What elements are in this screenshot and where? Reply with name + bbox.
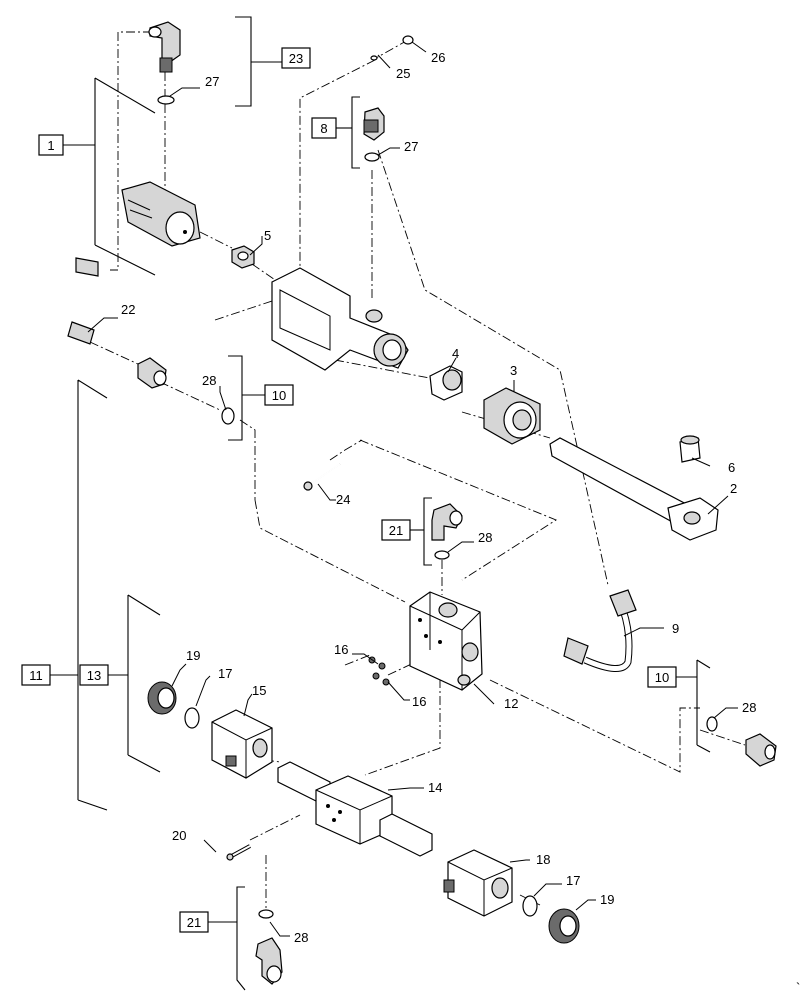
label-6: 6 [728, 460, 735, 475]
label-16a: 16 [334, 642, 348, 657]
label-2: 2 [730, 481, 737, 496]
spacer-4 [429, 365, 463, 401]
hydraulic-tube-9 [563, 589, 637, 672]
label-28d: 28 [294, 930, 308, 945]
label-28b: 28 [478, 530, 492, 545]
bolt-24 [303, 463, 341, 491]
hydraulic-tube-22 [31, 257, 99, 345]
label-27a: 27 [205, 74, 219, 89]
group-label-21b: 21 [179, 911, 209, 933]
part-number-labels: 27 5 25 26 27 22 28 4 3 6 2 24 28 9 16 1… [121, 50, 800, 995]
label-5: 5 [264, 228, 271, 243]
cap-6 [679, 435, 701, 463]
elbow-fitting-top [148, 21, 181, 73]
o-ring-17b [522, 895, 538, 917]
label-4: 4 [452, 346, 459, 361]
fitting-26 [402, 35, 414, 45]
label-26: 26 [431, 50, 445, 65]
label-19a: 19 [186, 648, 200, 663]
label-15: 15 [252, 683, 266, 698]
svg-text:21: 21 [187, 915, 201, 930]
screw-20 [226, 844, 251, 861]
group-brackets [50, 16, 711, 991]
label-17a: 17 [218, 666, 232, 681]
o-ring-17a [184, 707, 200, 729]
o-ring-28b [434, 550, 450, 560]
label-24: 24 [336, 492, 350, 507]
group-label-boxes: 1 8 10 10 11 13 21 21 23 [21, 47, 677, 933]
svg-text:10: 10 [655, 670, 669, 685]
group-label-10a: 10 [264, 384, 294, 406]
rod-2 [549, 437, 719, 541]
o-rings-16 [368, 656, 390, 686]
fitting-group-8 [363, 107, 385, 141]
group-label-8: 8 [311, 117, 337, 139]
group-label-11: 11 [21, 664, 51, 686]
label-28a: 28 [202, 373, 216, 388]
fitting-left [137, 357, 167, 389]
svg-text:1: 1 [47, 138, 54, 153]
elbow-fitting-21b [255, 937, 283, 985]
label-12: 12 [504, 696, 518, 711]
fitting-right [745, 733, 777, 767]
label-17b: 17 [566, 873, 580, 888]
valve-cartridge-group-1 [121, 181, 201, 247]
corner-mark: ` [796, 980, 800, 995]
washer-25 [370, 55, 378, 61]
o-ring-27b [364, 152, 380, 162]
label-14: 14 [428, 780, 442, 795]
label-18: 18 [536, 852, 550, 867]
group-label-21a: 21 [381, 519, 411, 541]
svg-text:10: 10 [272, 388, 286, 403]
coil-nut-19a [147, 681, 177, 715]
solenoid-coil-18 [443, 849, 513, 917]
o-ring-27a [157, 95, 175, 105]
svg-text:23: 23 [289, 51, 303, 66]
group-label-10b: 10 [647, 666, 677, 688]
label-22: 22 [121, 302, 135, 317]
elbow-fitting-21a [431, 503, 463, 541]
o-ring-28c [706, 716, 718, 732]
o-ring-28d [258, 909, 274, 919]
label-3: 3 [510, 363, 517, 378]
main-valve-housing [271, 267, 409, 371]
label-25: 25 [396, 66, 410, 81]
svg-text:13: 13 [87, 668, 101, 683]
valve-block-12 [409, 591, 483, 691]
svg-text:21: 21 [389, 523, 403, 538]
valve-stem-14 [277, 761, 433, 857]
nut-5 [231, 245, 255, 269]
label-28c: 28 [742, 700, 756, 715]
coil-nut-19b [548, 908, 580, 944]
svg-text:8: 8 [320, 121, 327, 136]
leader-lines [87, 41, 738, 937]
group-label-13: 13 [79, 664, 109, 686]
svg-text:11: 11 [29, 668, 43, 683]
group-label-1: 1 [38, 134, 64, 156]
group-label-23: 23 [281, 47, 311, 69]
solenoid-coil-15 [211, 709, 273, 779]
label-27b: 27 [404, 139, 418, 154]
label-9: 9 [672, 621, 679, 636]
bushing-3 [483, 387, 541, 445]
label-19b: 19 [600, 892, 614, 907]
label-20: 20 [172, 828, 186, 843]
o-ring-28a [221, 407, 235, 425]
label-16b: 16 [412, 694, 426, 709]
center-lines [89, 31, 746, 908]
